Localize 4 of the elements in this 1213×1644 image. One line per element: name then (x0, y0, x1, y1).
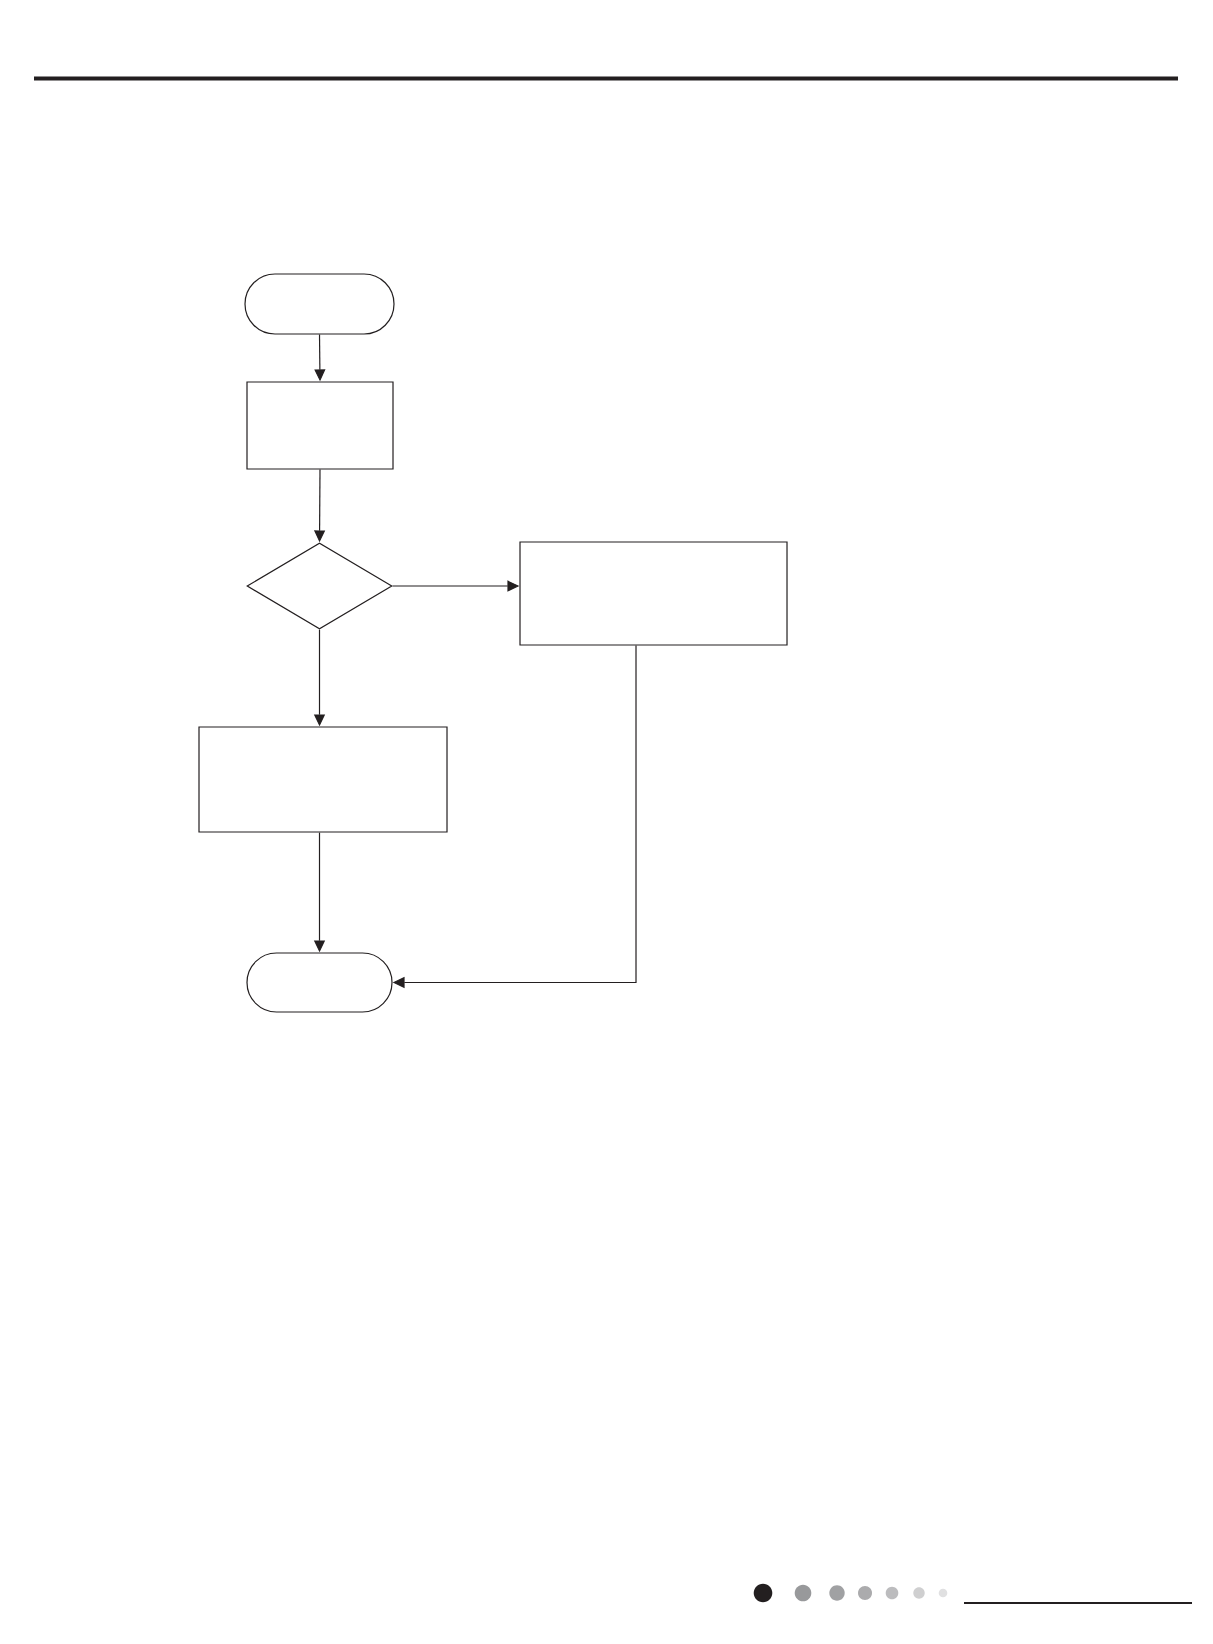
decision-diamond (246, 542, 393, 630)
process-box (519, 541, 788, 646)
process-box (246, 381, 394, 470)
process-box (198, 726, 448, 833)
